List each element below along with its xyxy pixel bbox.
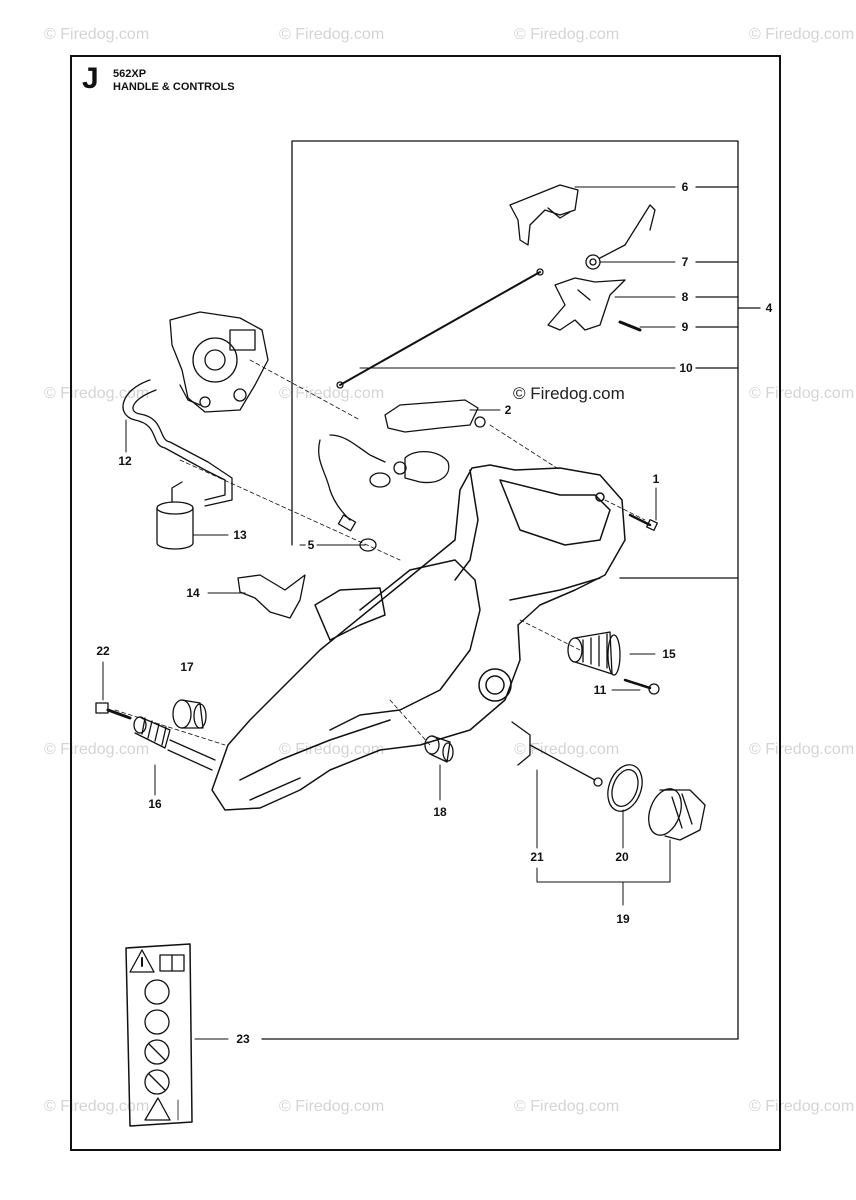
callout-label: 13 <box>231 528 249 542</box>
fuel-hose-part <box>122 379 233 507</box>
callout-label: 22 <box>94 644 112 658</box>
callout-label: 15 <box>660 647 678 661</box>
diagram-frame <box>70 55 781 1151</box>
watermark: © Firedog.com <box>514 1098 620 1115</box>
section-letter: J <box>82 62 99 95</box>
callout-label: 2 <box>502 403 514 417</box>
throttle-spring-wire <box>624 204 656 246</box>
watermark: © Firedog.com <box>514 26 620 43</box>
callout-label: 18 <box>431 805 449 819</box>
callout-label: 19 <box>614 912 632 926</box>
pulse-hose-part <box>318 434 391 521</box>
av-spring-part <box>567 631 621 676</box>
watermark: © Firedog.com <box>749 741 855 758</box>
screw-part <box>628 513 658 531</box>
pin-part <box>618 320 642 332</box>
callout-label: 16 <box>146 797 164 811</box>
cover-part <box>237 574 306 619</box>
watermark: © Firedog.com <box>749 26 855 43</box>
throttle-trigger-part <box>547 277 626 331</box>
callout-label: 4 <box>763 301 775 315</box>
carburetor-part <box>169 311 269 413</box>
watermark: © Firedog.com <box>279 385 385 402</box>
primer-bulb-part <box>393 451 450 484</box>
watermark: © Firedog.com <box>514 741 620 758</box>
callout-label: 21 <box>528 850 546 864</box>
spring-part <box>585 244 626 270</box>
o-ring-part <box>607 764 643 812</box>
throttle-rod-part <box>336 268 544 389</box>
rear-handle-body <box>211 464 626 811</box>
av-spring-part <box>133 716 216 771</box>
watermark: © Firedog.com <box>749 385 855 402</box>
callout-label: 17 <box>178 660 196 674</box>
model-name: 562XP <box>113 68 147 80</box>
buffer-part <box>172 699 207 729</box>
alignment-lines <box>114 359 646 746</box>
throttle-lockout-part <box>509 184 579 246</box>
callout-label: 20 <box>613 850 631 864</box>
callout-label: 9 <box>679 320 691 334</box>
fuel-cap-part <box>648 788 706 841</box>
copyright-label: © Firedog.com <box>513 384 625 403</box>
warning-decal-part <box>125 943 193 1127</box>
callout-label: 6 <box>679 180 691 194</box>
callout-label: 11 <box>591 683 609 697</box>
callout-label: 10 <box>677 361 695 375</box>
callout-label: 23 <box>234 1032 252 1046</box>
assembly-bracket <box>261 140 761 1040</box>
callout-label: 8 <box>679 290 691 304</box>
callout-label: 1 <box>650 472 662 486</box>
watermark: © Firedog.com <box>279 741 385 758</box>
sleeve-part <box>337 514 377 552</box>
screw-part <box>623 678 660 695</box>
bolt-part <box>95 702 132 720</box>
bushing-part <box>424 735 454 763</box>
callout-label: 7 <box>679 255 691 269</box>
fuel-filter-part <box>156 481 194 550</box>
callout-label: 5 <box>305 538 317 552</box>
leader-lines <box>102 186 676 1040</box>
section-title: HANDLE & CONTROLS <box>113 81 235 93</box>
handle-insert-part <box>384 399 486 433</box>
callout-label: 14 <box>184 586 202 600</box>
watermark: © Firedog.com <box>279 1098 385 1115</box>
watermark: © Firedog.com <box>749 1098 855 1115</box>
cap-retainer-part <box>511 721 603 787</box>
watermark: © Firedog.com <box>279 26 385 43</box>
callout-label: 12 <box>116 454 134 468</box>
watermark: © Firedog.com <box>44 26 150 43</box>
